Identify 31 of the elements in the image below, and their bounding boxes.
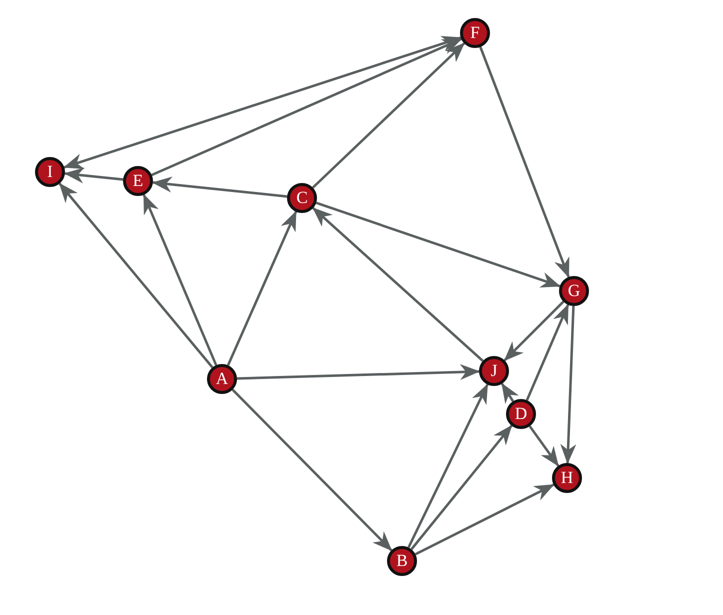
node-circle: I	[35, 157, 65, 187]
arrow	[316, 202, 561, 288]
node-circle: J	[479, 356, 509, 386]
arrow	[312, 42, 465, 189]
arrow	[528, 425, 560, 467]
arrow	[226, 210, 298, 366]
node-circle: B	[387, 546, 417, 576]
node-circle: E	[123, 166, 153, 196]
arrow	[232, 388, 392, 552]
node-circle: F	[460, 18, 490, 48]
arrow	[479, 46, 570, 278]
node-circle: C	[287, 183, 317, 213]
arrow	[151, 38, 462, 176]
arrow	[410, 424, 513, 550]
node-circle: G	[559, 276, 589, 306]
node-circle: H	[552, 463, 582, 493]
arrow	[504, 300, 564, 362]
arrow	[236, 364, 480, 380]
arrow	[500, 382, 519, 404]
arrow	[414, 484, 554, 556]
arrow	[407, 384, 489, 548]
arrow	[560, 306, 576, 464]
node-circle: D	[506, 399, 536, 429]
arrow	[312, 207, 484, 362]
arrow	[152, 176, 288, 198]
arrow	[58, 182, 214, 368]
arrow	[526, 304, 570, 401]
node-circle: A	[207, 364, 237, 394]
arrow	[142, 194, 218, 366]
arrow	[63, 36, 462, 170]
arrow	[64, 168, 124, 184]
